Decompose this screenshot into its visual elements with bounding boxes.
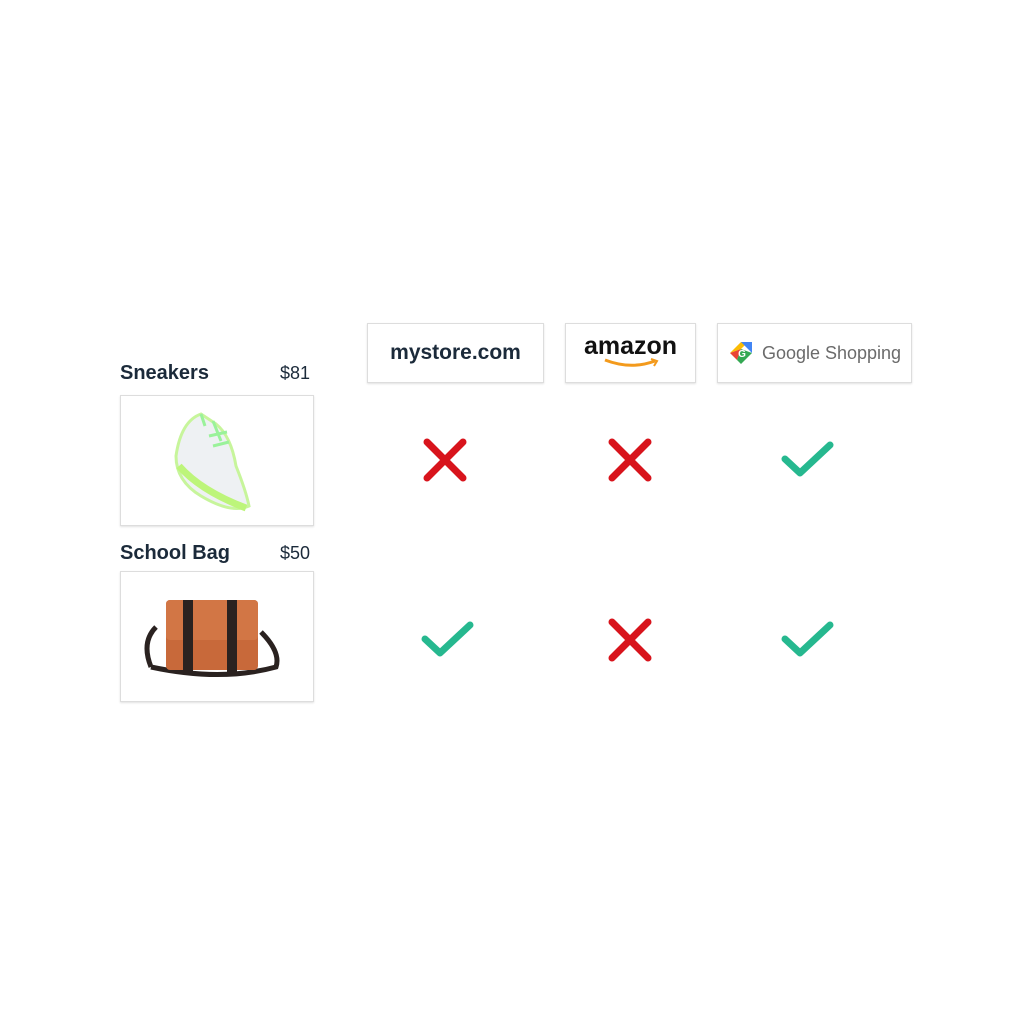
sneaker-image xyxy=(120,395,314,526)
check-icon xyxy=(420,615,474,665)
product-price: $81 xyxy=(280,363,311,383)
store-amazon: amazon xyxy=(565,323,696,383)
product-name: School Bag xyxy=(120,542,231,564)
school-bag-image xyxy=(120,571,314,702)
product-price: $50 xyxy=(280,543,311,563)
cross-icon xyxy=(605,435,655,485)
amazon-smile-icon xyxy=(603,358,658,367)
store-mystore: mystore.com xyxy=(367,323,544,383)
cross-icon xyxy=(605,615,655,665)
google-shopping-label: Google Shopping xyxy=(761,342,902,363)
product-name: Sneakers xyxy=(120,362,209,384)
check-icon xyxy=(780,615,834,665)
store-google-shopping: G Google Shopping xyxy=(717,323,912,383)
cross-icon xyxy=(420,435,470,485)
mystore-logo: mystore.com xyxy=(390,341,521,364)
google-shopping-tag-icon: G xyxy=(729,342,752,364)
amazon-logo: amazon xyxy=(583,332,678,360)
check-icon xyxy=(780,435,834,485)
svg-text:G: G xyxy=(738,349,746,360)
